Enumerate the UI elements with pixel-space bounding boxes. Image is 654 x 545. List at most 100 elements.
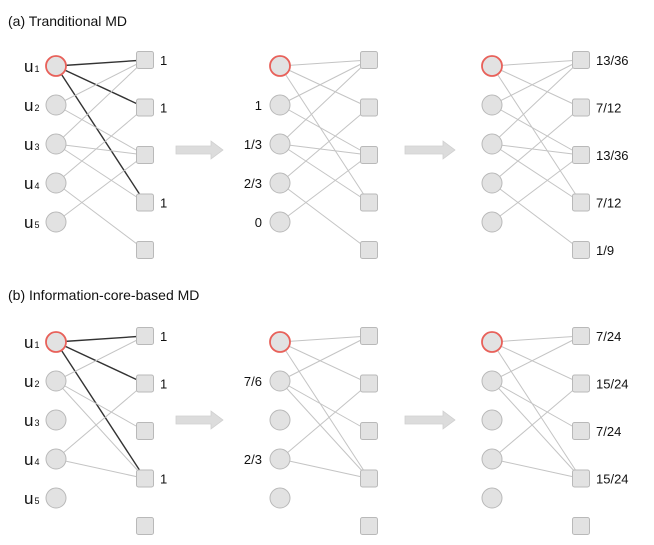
user-node [45,448,67,470]
user-node [481,487,503,509]
step-arrow [175,410,224,430]
user-label: u1 [24,333,39,352]
user-node [481,172,503,194]
user-node [481,370,503,392]
diffusion-edge [491,458,582,479]
diffusion-edge [279,59,370,145]
object-resource-value: 1 [160,101,167,116]
diffusion-edge [55,154,146,223]
diffusion-edge [279,59,370,67]
object-resource-value: 13/36 [596,148,629,163]
diffusion-edge [279,458,370,479]
object-node [360,517,378,535]
diffusion-edge [491,65,582,108]
diffusion-edge [279,335,370,382]
diffusion-edge [55,143,146,156]
user-node [45,409,67,431]
diffusion-edge [279,143,370,203]
user-node [45,94,67,116]
diffusion-edge [491,341,582,479]
diffusion-edge [55,458,146,479]
diffusion-edge [491,143,582,156]
diffusion-edge [55,107,146,184]
diffusion-edge [55,182,146,251]
object-node [572,241,590,259]
object-resource-value: 15/24 [596,377,629,392]
diffusion-edge [279,107,370,184]
object-node [136,51,154,69]
diffusion-edge [55,59,146,145]
user-node [45,172,67,194]
object-node [136,517,154,535]
object-node [136,146,154,164]
target-user-node [269,331,291,353]
diffusion-edge [491,383,582,460]
diffusion-edge [491,380,582,432]
target-user-node [269,55,291,77]
object-node [136,469,154,488]
object-node [136,193,154,212]
user-node [481,448,503,470]
diffusion-edge [279,104,370,156]
object-node [136,98,154,117]
diffusion-edge [279,341,370,384]
user-resource-value: 2/3 [244,452,262,467]
diffusion-edge [55,143,146,203]
user-node [481,211,503,233]
user-node [269,370,291,392]
user-node [269,172,291,194]
panel-b-title: (b) Information-core-based MD [8,287,199,303]
object-resource-value: 1 [160,53,167,68]
diffusion-edge [491,335,582,382]
user-node [45,133,67,155]
user-label: u3 [24,135,39,154]
diffusion-edge [55,383,146,460]
step-arrow [175,140,224,160]
panel-a-title: (a) Tranditional MD [8,13,127,29]
object-resource-value: 7/12 [596,101,621,116]
user-label: u2 [24,96,39,115]
object-node [572,193,590,212]
target-user-node [481,331,503,353]
user-node [269,94,291,116]
user-node [481,94,503,116]
object-resource-value: 1 [160,196,167,211]
diffusion-edge [279,65,370,203]
object-node [572,98,590,117]
user-label: u4 [24,450,39,469]
diffusion-edge [491,59,582,106]
object-node [572,517,590,535]
object-node [360,327,378,345]
user-label: u3 [24,411,39,430]
user-resource-value: 1/3 [244,137,262,152]
diffusion-edge [55,59,146,67]
diffusion-edge [55,335,146,343]
object-node [572,327,590,345]
diffusion-edge [279,380,370,432]
object-node [360,193,378,212]
object-resource-value: 1 [160,329,167,344]
user-node [269,409,291,431]
diffusion-edge [279,143,370,156]
diffusion-edge [279,335,370,343]
object-node [360,422,378,440]
user-resource-value: 2/3 [244,176,262,191]
object-node [572,422,590,440]
object-node [360,374,378,393]
object-node [572,469,590,488]
user-node [45,211,67,233]
user-label: u5 [24,489,39,508]
diffusion-edge [491,107,582,184]
user-label: u4 [24,174,39,193]
object-resource-value: 1/9 [596,243,614,258]
object-resource-value: 15/24 [596,472,629,487]
diffusion-edge [55,380,146,432]
user-resource-value: 1 [255,98,262,113]
object-node [360,98,378,117]
diffusion-edge [491,59,582,145]
user-resource-value: 7/6 [244,374,262,389]
diffusion-edge [279,59,370,106]
user-label: u5 [24,213,39,232]
target-user-node [45,331,67,353]
